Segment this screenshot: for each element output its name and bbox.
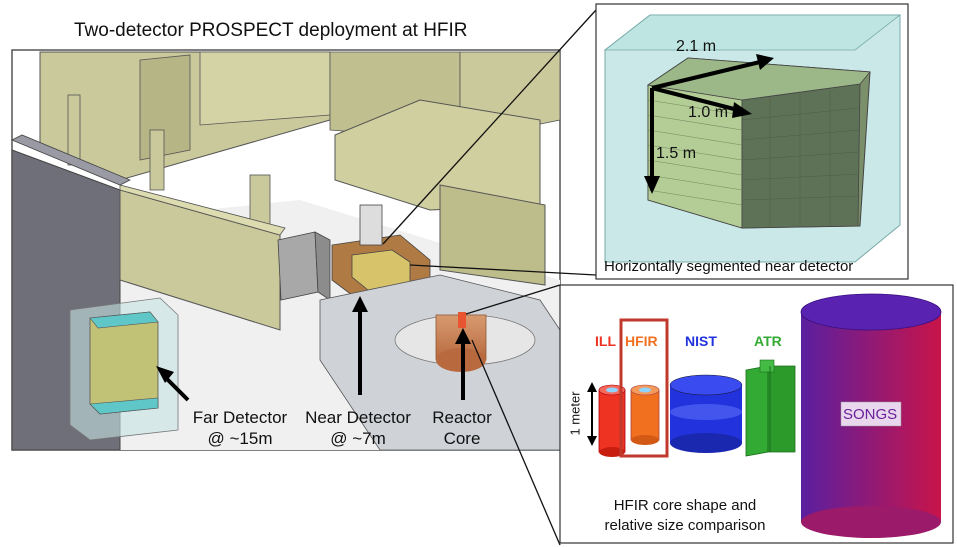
atr-core (745, 359, 796, 457)
zoom-lines (382, 9, 597, 546)
hfir-label: HFIR (625, 333, 658, 349)
near-detector-label: Near Detector @ ~7m (305, 408, 411, 448)
detector-inset-caption: Horizontally segmented near detector (604, 258, 854, 275)
core-element (458, 312, 466, 328)
reactor-core-label: Reactor Core (432, 408, 492, 448)
far-detector-label: Far Detector @ ~15m (192, 408, 288, 448)
atr-label: ATR (754, 333, 782, 349)
songs-label: SONGS (843, 406, 898, 423)
reactor-inset-caption: HFIR core shape and relative size compar… (604, 497, 766, 534)
hfir-highlight-box (619, 318, 669, 458)
scale-label: 1 meter (567, 391, 583, 436)
label-arrows (156, 296, 471, 402)
equipment-box (277, 231, 319, 301)
pillar (149, 129, 165, 191)
figure-title: Two-detector PROSPECT deployment at HFIR (74, 20, 468, 41)
dimension-height: 1.5 m (656, 145, 697, 162)
reactor-inset (559, 284, 954, 544)
dimension-length: 2.1 m (676, 38, 717, 55)
hall-scene (11, 49, 561, 451)
nist-label: NIST (685, 333, 717, 349)
detector-inset (595, 3, 909, 280)
hfir-core (630, 384, 660, 445)
songs-core (800, 293, 942, 538)
nist-core (669, 374, 743, 453)
dimension-width: 1.0 m (688, 104, 729, 121)
wall-segment (139, 54, 191, 161)
right-room-wall (439, 184, 546, 286)
wall-segment (199, 51, 331, 126)
ill-label: ILL (595, 333, 616, 349)
